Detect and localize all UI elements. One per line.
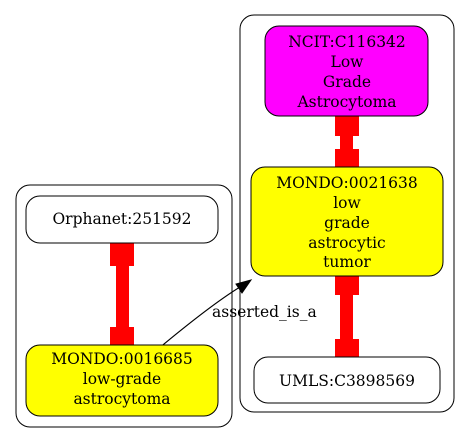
node-mondo21638-line-4: tumor [323, 253, 371, 271]
node-umls-line-0: UMLS:C3898569 [279, 372, 415, 390]
node-mondo21638-line-3: astrocytic [308, 234, 385, 252]
edge-ncit-mondo21638 [335, 112, 359, 172]
node-mondo16685-line-2: astrocytoma [73, 390, 170, 408]
node-mondo-0016685[interactable]: MONDO:0016685 low-grade astrocytoma [25, 344, 219, 417]
node-ncit-line-2: Grade [323, 73, 371, 91]
edge-orphanet-mondo16685 [110, 241, 134, 352]
node-ncit-line-3: Astrocytoma [296, 93, 396, 111]
cluster-left [15, 184, 233, 428]
edge-asserted-is-a: asserted_is_a [157, 279, 317, 350]
edge-label-asserted-is-a: asserted_is_a [212, 303, 317, 321]
cluster-right [239, 14, 455, 413]
node-mondo16685-line-0: MONDO:0016685 [51, 350, 193, 368]
node-ncit-line-1: Low [331, 53, 365, 71]
node-ncit[interactable]: NCIT:C116342 Low Grade Astrocytoma [264, 25, 429, 117]
node-mondo21638-line-0: MONDO:0021638 [276, 174, 418, 192]
node-mondo21638-line-1: low [333, 194, 361, 212]
node-umls[interactable]: UMLS:C3898569 [253, 356, 441, 404]
edge-mondo21638-umls [335, 274, 359, 364]
node-orphanet[interactable]: Orphanet:251592 [25, 195, 219, 244]
node-mondo21638-line-2: grade [324, 214, 370, 232]
node-ncit-line-0: NCIT:C116342 [288, 33, 406, 51]
node-orphanet-line-0: Orphanet:251592 [52, 210, 191, 228]
node-mondo16685-line-1: low-grade [83, 370, 161, 388]
node-mondo-0021638[interactable]: MONDO:0021638 low grade astrocytic tumor [250, 166, 444, 277]
